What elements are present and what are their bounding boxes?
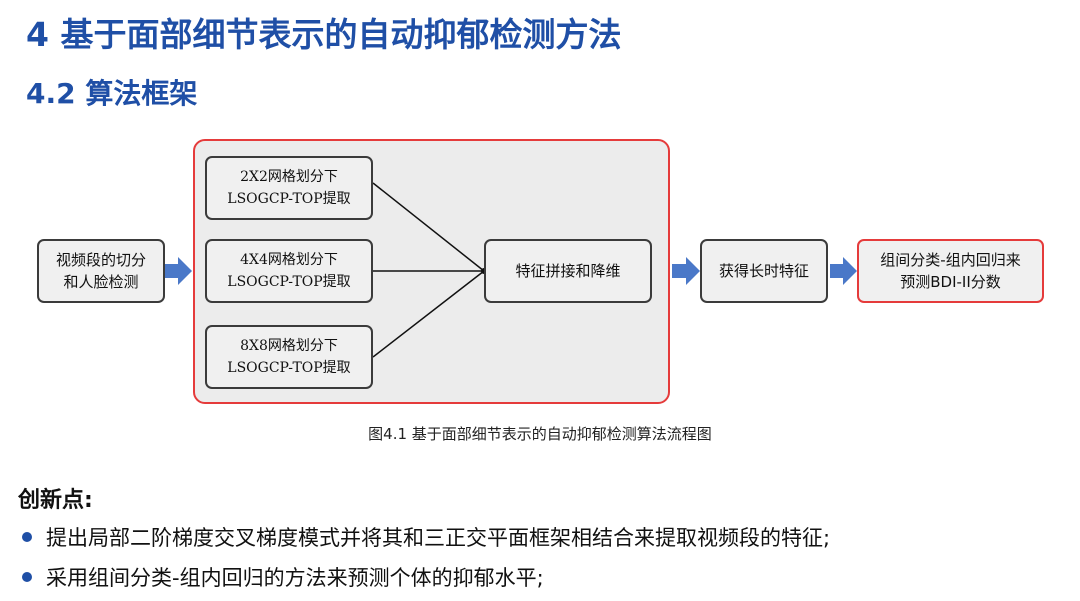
grid4-node-line2: LSOGCP-TOP提取 [227, 274, 351, 290]
grid2-node-line2: LSOGCP-TOP提取 [227, 191, 351, 207]
input-node: 视频段的切分 和人脸检测 [37, 239, 165, 303]
connector-g8-fuse [372, 270, 485, 358]
grid4-node-line1: 4X4网格划分下 [240, 252, 338, 268]
grid2-node: 2X2网格划分下 LSOGCP-TOP提取 [205, 156, 373, 220]
page-title: 4 基于面部细节表示的自动抑郁检测方法 [26, 15, 622, 54]
input-node-line2: 和人脸检测 [63, 273, 139, 291]
fuse-node: 特征拼接和降维 [484, 239, 652, 303]
bullet-dot-icon [22, 532, 32, 542]
arrow-frame-longterm [672, 257, 700, 285]
innovation-heading: 创新点: [18, 488, 93, 513]
innovation-point-1: 提出局部二阶梯度交叉梯度模式并将其和三正交平面框架相结合来提取视频段的特征; [18, 522, 830, 552]
grid4-node: 4X4网格划分下 LSOGCP-TOP提取 [205, 239, 373, 303]
grid8-node-line1: 8X8网格划分下 [240, 338, 338, 354]
arrow-input-frame [165, 257, 192, 285]
grid8-node-line2: LSOGCP-TOP提取 [227, 360, 351, 376]
arrow-longterm-output [830, 257, 857, 285]
figure-caption: 图4.1 基于面部细节表示的自动抑郁检测算法流程图 [368, 425, 712, 443]
fuse-node-label: 特征拼接和降维 [515, 262, 621, 280]
longterm-node: 获得长时特征 [700, 239, 828, 303]
innovation-point-1-text: 提出局部二阶梯度交叉梯度模式并将其和三正交平面框架相结合来提取视频段的特征; [46, 526, 831, 550]
connector-g2-fuse [372, 182, 485, 272]
grid2-node-line1: 2X2网格划分下 [240, 169, 338, 185]
innovation-point-2-text: 采用组间分类-组内回归的方法来预测个体的抑郁水平; [46, 566, 544, 590]
section-title: 4.2 算法框架 [26, 77, 198, 110]
bullet-dot-icon [22, 572, 32, 582]
input-node-line1: 视频段的切分 [55, 251, 146, 269]
grid8-node: 8X8网格划分下 LSOGCP-TOP提取 [205, 325, 373, 389]
longterm-node-label: 获得长时特征 [718, 262, 809, 280]
innovation-point-2: 采用组间分类-组内回归的方法来预测个体的抑郁水平; [18, 562, 544, 592]
output-node-line2: 预测BDI-II分数 [900, 273, 1001, 291]
output-node: 组间分类-组内回归来 预测BDI-II分数 [857, 239, 1044, 303]
output-node-line1: 组间分类-组内回归来 [880, 251, 1021, 269]
